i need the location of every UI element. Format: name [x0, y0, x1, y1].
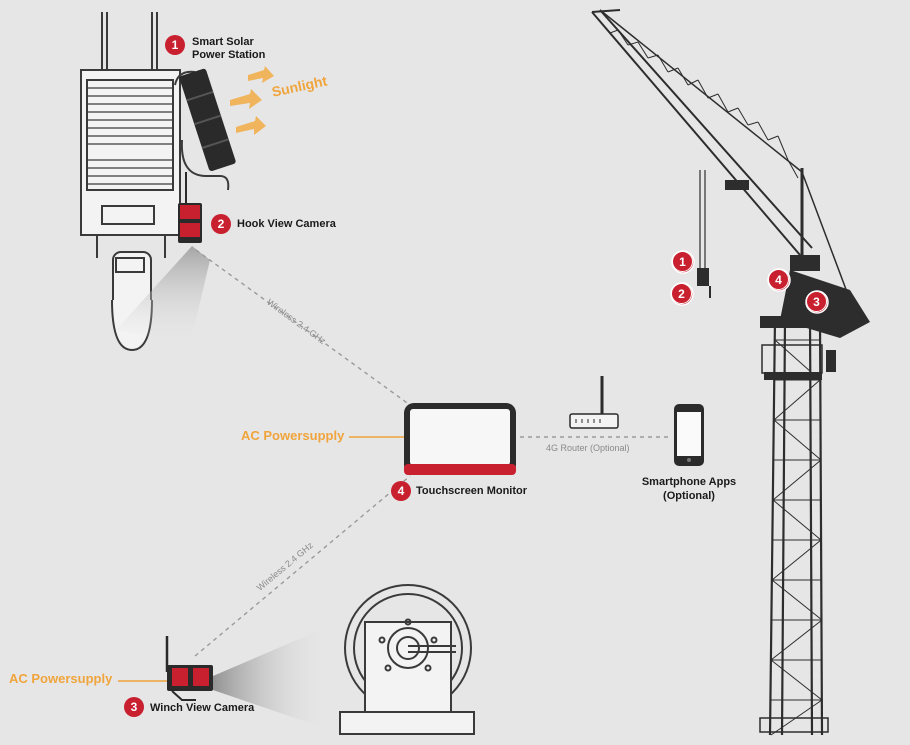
solar-panel	[179, 68, 236, 172]
label-smartphone-line2: (Optional)	[663, 490, 715, 502]
sunlight-arrows	[230, 66, 274, 135]
hook-camera-view-cone	[116, 246, 210, 345]
badge-4: 4	[391, 481, 411, 501]
label-smart-solar-line1: Smart Solar	[192, 36, 254, 48]
winch-drum	[339, 584, 475, 735]
label-touchscreen-monitor: Touchscreen Monitor	[416, 485, 528, 497]
crane-badge-4: 4	[768, 269, 789, 290]
label-router: 4G Router (Optional)	[546, 443, 630, 453]
crane-badge-2: 2	[671, 283, 692, 304]
crane-badge-3: 3	[806, 291, 827, 312]
label-hook-view-camera: Hook View Camera	[237, 218, 336, 230]
label-ac-power-monitor: AC Powersupply	[241, 428, 345, 443]
label-winch-view-camera: Winch View Camera	[150, 702, 255, 714]
badge-3: 3	[124, 697, 144, 717]
wireless-links	[194, 249, 670, 657]
badge-2: 2	[211, 214, 231, 234]
label-smart-solar-line2: Power Station	[192, 49, 266, 61]
router-device	[569, 376, 619, 429]
tower-crane	[591, 9, 870, 736]
crane-badge-1: 1	[672, 251, 693, 272]
badge-1: 1	[165, 35, 185, 55]
touchscreen-monitor	[404, 403, 516, 475]
winch-camera	[165, 636, 213, 701]
smartphone-device	[674, 404, 704, 466]
winch-camera-view-cone	[213, 630, 330, 730]
label-ac-power-winch: AC Powersupply	[9, 671, 113, 686]
hook-camera	[178, 172, 202, 243]
label-smartphone-line1: Smartphone Apps	[641, 476, 737, 488]
